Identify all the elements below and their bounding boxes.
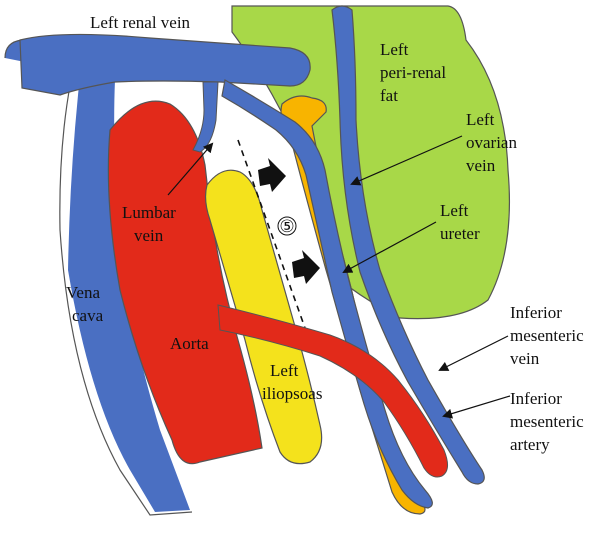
- space-marker-circle: [277, 216, 297, 236]
- label-inferior-mesenteric-artery: Inferior mesenteric artery: [510, 389, 588, 454]
- label-space-marker: ⑤: [279, 217, 294, 236]
- label-left-iliopsoas: Left iliopsoas: [262, 361, 322, 403]
- label-inferior-mesenteric-vein: Inferior mesenteric vein: [510, 303, 588, 368]
- inferior-mesenteric-vein: [331, 5, 485, 485]
- left-ureter-pointer: [342, 221, 437, 273]
- vena-cava-edge: [4, 39, 193, 516]
- label-left-perirenal-fat: Left peri-renal fat: [380, 40, 450, 105]
- inferior-mesenteric-artery-pointer: [442, 395, 511, 419]
- label-left-ovarian-vein: Left ovarian vein: [466, 110, 521, 175]
- lumbar-vein: [192, 81, 219, 153]
- label-left-ureter: Left ureter: [440, 201, 480, 243]
- block-arrow-lower: [292, 250, 320, 284]
- lumbar-vein-pointer: [167, 142, 214, 196]
- left-ovarian-vein-pointer: [350, 135, 463, 186]
- label-left-renal-vein: Left renal vein: [90, 13, 191, 32]
- inferior-mesenteric-vein-pointer: [438, 335, 509, 371]
- left-ovarian-vein: [221, 79, 433, 509]
- left-renal-vein: [19, 33, 311, 96]
- label-vena-cava: Vena cava: [66, 283, 104, 325]
- label-lumbar-vein: Lumbar vein: [122, 203, 180, 245]
- vena-cava: [5, 40, 190, 512]
- block-arrow-upper: [258, 158, 286, 192]
- label-aorta: Aorta: [170, 334, 209, 353]
- aorta: [107, 100, 263, 465]
- inferior-mesenteric-artery: [217, 304, 448, 478]
- dashed-boundary-line: [237, 139, 306, 329]
